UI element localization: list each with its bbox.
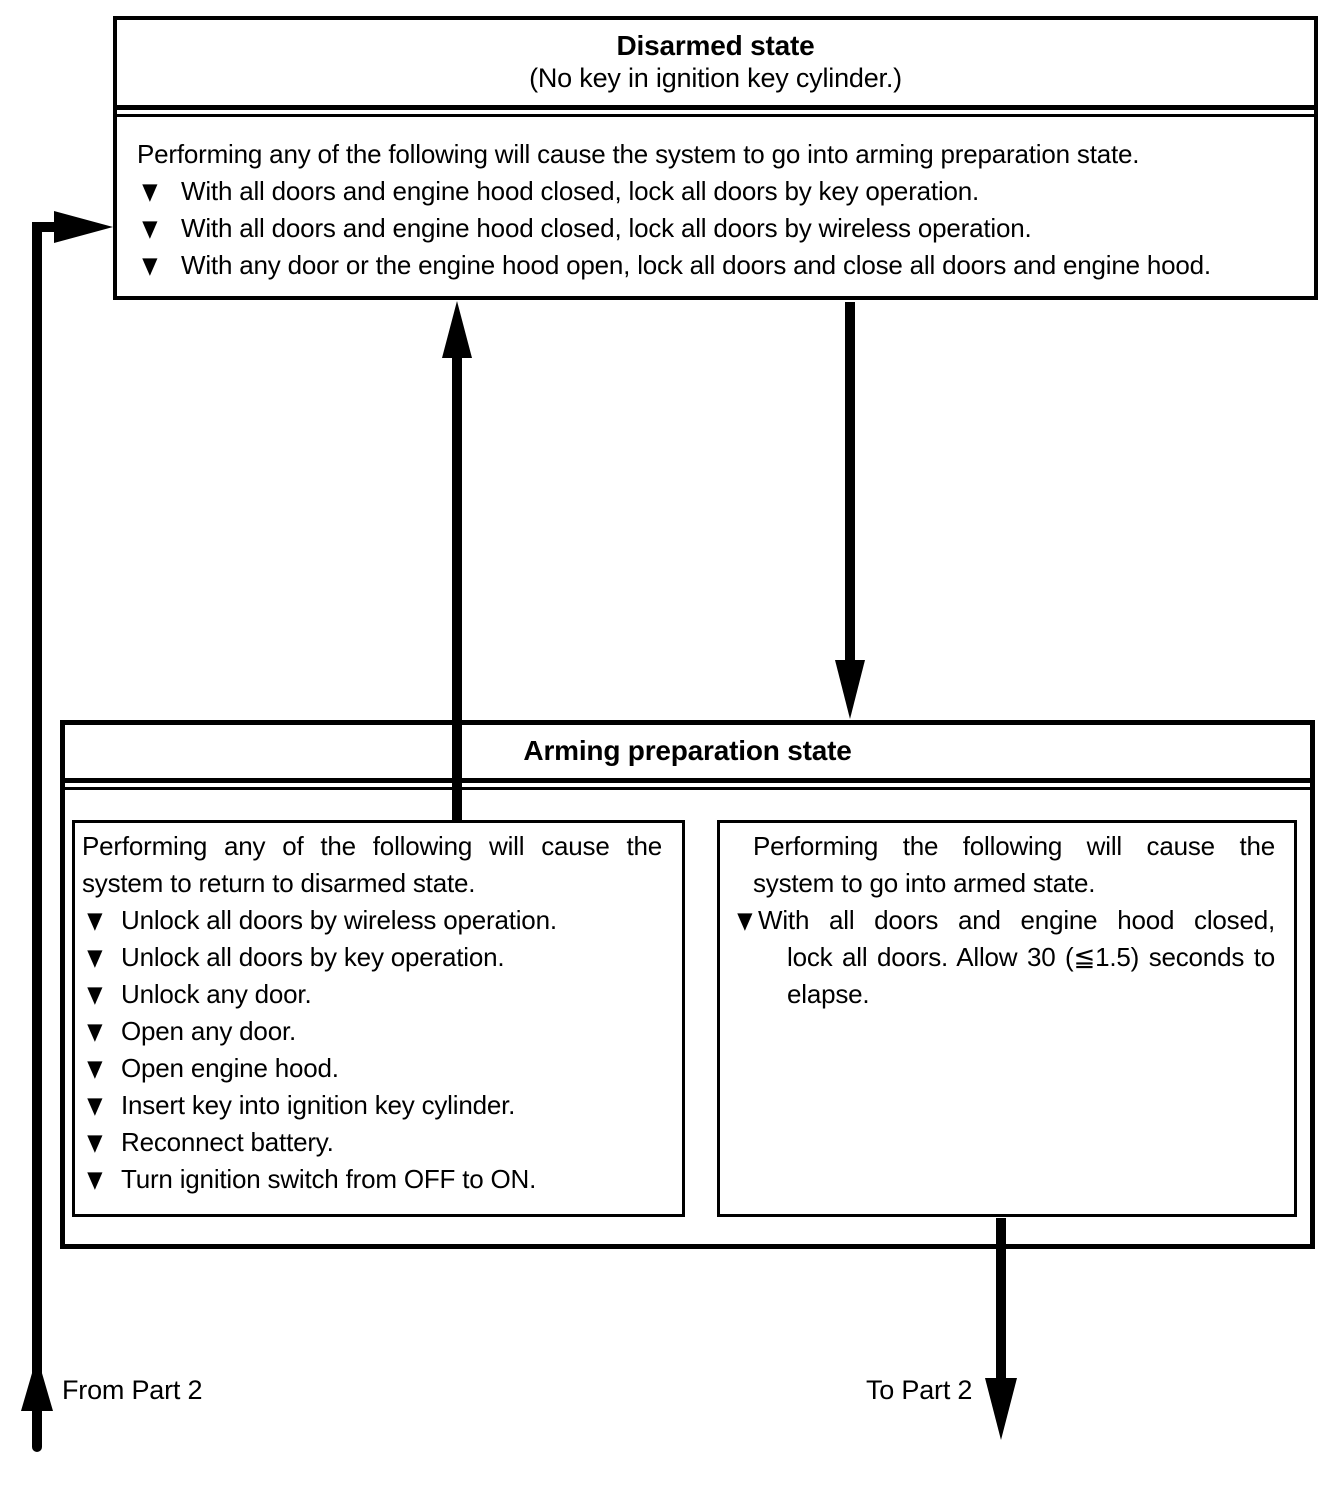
disarmed-intro: Performing any of the following will cau… xyxy=(137,139,1140,169)
disarmed-title: Disarmed state xyxy=(616,30,815,61)
bullet-text: Insert key into ignition key cylinder. xyxy=(121,1090,516,1120)
panel-intro-line: system to go into armed state. xyxy=(753,868,1096,898)
bullet-row: ▼ With all doors and engine hood closed, xyxy=(732,902,1275,939)
bullet-row: ▼ Insert key into ignition key cylinder. xyxy=(82,1087,662,1124)
bullet-triangle-icon: ▼ xyxy=(82,1013,108,1049)
bullet-triangle-icon: ▼ xyxy=(137,210,163,246)
bullet-text: With all doors and engine hood closed, xyxy=(758,905,1275,935)
bullet-text: Open any door. xyxy=(121,1016,296,1046)
disarmed-state-box: Disarmed state (No key in ignition key c… xyxy=(113,16,1318,300)
arrowhead-down-to-arming xyxy=(835,660,865,719)
bullet-triangle-icon: ▼ xyxy=(137,173,163,209)
arrowhead-up-from-part2 xyxy=(21,1356,53,1411)
bullet-triangle-icon: ▼ xyxy=(82,939,108,975)
bullet-text: Reconnect battery. xyxy=(121,1127,334,1157)
bullet-triangle-icon: ▼ xyxy=(732,902,758,938)
disarmed-header-divider xyxy=(117,105,1314,117)
bullet-row: ▼ With any door or the engine hood open,… xyxy=(137,247,1300,284)
disarmed-header: Disarmed state (No key in ignition key c… xyxy=(117,20,1314,94)
bullet-triangle-icon: ▼ xyxy=(82,976,108,1012)
bullet-row: ▼ Unlock all doors by key operation. xyxy=(82,939,662,976)
bullet-text-wrap: lock all doors. Allow 30 (≦1.5) seconds … xyxy=(787,942,1275,972)
bullet-triangle-icon: ▼ xyxy=(137,247,163,283)
arming-header-divider xyxy=(65,778,1310,790)
bullet-row: ▼ Reconnect battery. xyxy=(82,1124,662,1161)
bullet-row: ▼ Open any door. xyxy=(82,1013,662,1050)
bullet-text: Turn ignition switch from OFF to ON. xyxy=(121,1164,537,1194)
arrowhead-right-into-disarmed xyxy=(54,211,113,243)
arming-title: Arming preparation state xyxy=(523,735,852,766)
from-part2-feedback-arrow-line xyxy=(32,222,63,1452)
bullet-row: ▼ Open engine hood. xyxy=(82,1050,662,1087)
return-to-disarmed-panel: Performing any of the following will cau… xyxy=(72,820,685,1217)
arrowhead-down-to-part2 xyxy=(985,1378,1017,1440)
bullet-triangle-icon: ▼ xyxy=(82,1161,108,1197)
bullet-row: ▼ Unlock any door. xyxy=(82,976,662,1013)
bullet-text: Open engine hood. xyxy=(121,1053,339,1083)
panel-intro-line: Performing the following will cause the xyxy=(753,831,1275,861)
go-to-armed-panel: Performing the following will cause the … xyxy=(717,820,1297,1217)
bullet-row: ▼ Turn ignition switch from OFF to ON. xyxy=(82,1161,662,1198)
bullet-triangle-icon: ▼ xyxy=(82,1050,108,1086)
bullet-row: ▼ With all doors and engine hood closed,… xyxy=(137,173,1300,210)
arming-preparation-box: Arming preparation state Performing any … xyxy=(60,720,1315,1249)
bullet-text-wrap: elapse. xyxy=(787,979,870,1009)
bullet-text: With all doors and engine hood closed, l… xyxy=(181,176,980,206)
from-part2-label: From Part 2 xyxy=(62,1375,203,1405)
bullet-row: ▼ Unlock all doors by wireless operation… xyxy=(82,902,662,939)
bullet-text: Unlock all doors by key operation. xyxy=(121,942,505,972)
arrowhead-up-to-disarmed xyxy=(442,301,472,358)
bullet-triangle-icon: ▼ xyxy=(82,902,108,938)
panel-intro-line: system to return to disarmed state. xyxy=(82,868,476,898)
disarmed-subtitle: (No key in ignition key cylinder.) xyxy=(529,63,902,93)
disarmed-body: Performing any of the following will cau… xyxy=(137,136,1300,284)
bullet-row: ▼ With all doors and engine hood closed,… xyxy=(137,210,1300,247)
arming-header: Arming preparation state xyxy=(65,725,1310,767)
panel-intro-line: Performing any of the following will cau… xyxy=(82,831,662,861)
bullet-text: Unlock any door. xyxy=(121,979,312,1009)
to-part2-label: To Part 2 xyxy=(866,1375,973,1405)
bullet-text: With all doors and engine hood closed, l… xyxy=(181,213,1032,243)
bullet-triangle-icon: ▼ xyxy=(82,1124,108,1160)
bullet-text: With any door or the engine hood open, l… xyxy=(181,250,1211,280)
bullet-text: Unlock all doors by wireless operation. xyxy=(121,905,557,935)
bullet-triangle-icon: ▼ xyxy=(82,1087,108,1123)
